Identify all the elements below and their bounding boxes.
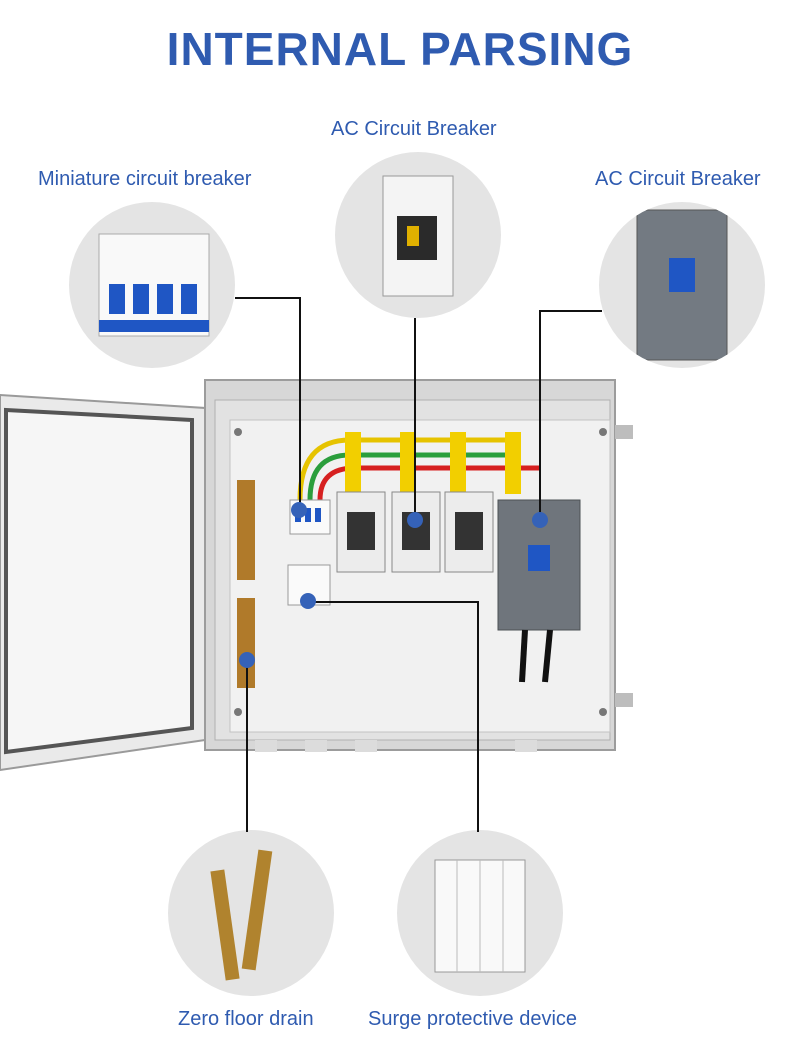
marker-dot-spd bbox=[300, 593, 316, 609]
leader-line-drain-vertical bbox=[246, 660, 248, 832]
ac-circuit-breaker-top-image bbox=[335, 152, 501, 318]
label-surge-protective-device: Surge protective device bbox=[368, 1008, 578, 1030]
marker-dot-ac-right bbox=[532, 512, 548, 528]
leader-line-mcb-horizontal bbox=[235, 297, 300, 299]
ac-circuit-breaker-right-image bbox=[599, 202, 765, 368]
leader-line-spd-horizontal bbox=[310, 601, 478, 603]
label-zero-floor-drain: Zero floor drain bbox=[178, 1008, 314, 1030]
leader-line-spd-vertical bbox=[477, 601, 479, 832]
marker-dot-ac-top bbox=[407, 512, 423, 528]
surge-protective-device-image bbox=[397, 830, 563, 996]
leader-line-ac-right-vertical bbox=[539, 310, 541, 520]
label-ac-circuit-breaker-right: AC Circuit Breaker bbox=[595, 168, 761, 190]
miniature-circuit-breaker-image bbox=[69, 202, 235, 368]
leader-line-ac-right-horizontal bbox=[540, 310, 602, 312]
marker-dot-mcb bbox=[291, 502, 307, 518]
label-miniature-circuit-breaker: Miniature circuit breaker bbox=[38, 168, 252, 190]
leader-line-ac-top-vertical bbox=[414, 318, 416, 521]
label-ac-circuit-breaker-top: AC Circuit Breaker bbox=[331, 118, 497, 140]
leader-line-mcb-vertical bbox=[299, 297, 301, 509]
page-title: INTERNAL PARSING bbox=[166, 23, 634, 75]
marker-dot-drain bbox=[239, 652, 255, 668]
zero-floor-drain-image bbox=[168, 830, 334, 996]
